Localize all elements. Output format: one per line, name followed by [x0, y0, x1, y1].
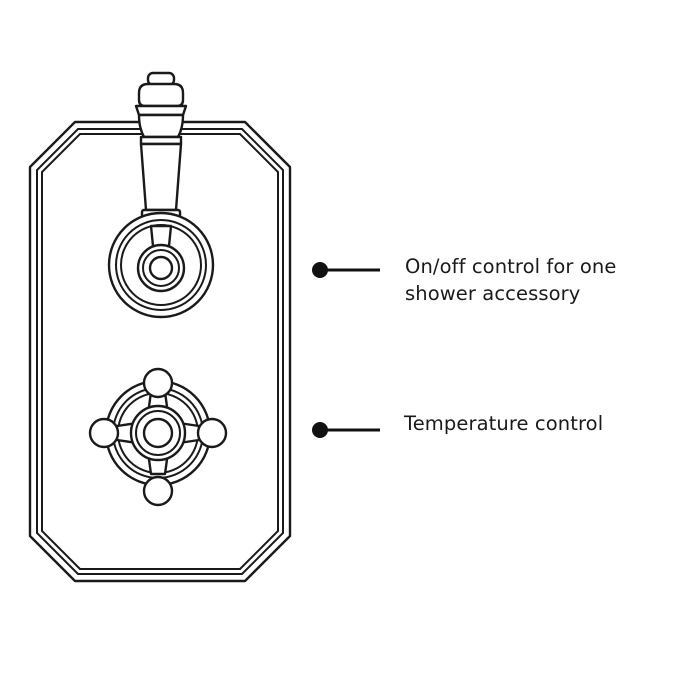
faceplate-inner-outline — [41, 133, 279, 570]
onoff-rosette-ring — [115, 219, 207, 311]
onoff-spindle-core — [148, 255, 174, 281]
temperature-crosshead-handle — [88, 367, 228, 507]
cross-ball-top — [142, 367, 174, 399]
cross-hub-mid — [135, 410, 181, 456]
lever-shaft — [139, 142, 183, 212]
faceplate-bevel-outline — [36, 128, 284, 575]
onoff-control-label: On/off control for one shower accessory — [405, 253, 616, 307]
cross-hub-core — [142, 417, 174, 449]
onoff-control-label-line1: On/off control for one — [405, 255, 617, 278]
cross-ball-right — [196, 417, 228, 449]
temperature-control-label: Temperature control — [404, 412, 604, 435]
onoff-control-label-line2: shower accessory — [405, 282, 581, 305]
lever-upper-body — [137, 113, 185, 139]
onoff-rosette — [107, 211, 215, 319]
onoff-spindle-mid — [142, 249, 180, 287]
lever-collar — [134, 104, 188, 117]
onoff-callout — [312, 262, 380, 278]
onoff-stem-neck — [149, 224, 173, 248]
cross-ball-bottom — [142, 475, 174, 507]
temperature-callout — [312, 422, 380, 438]
cross-ball-left — [88, 417, 120, 449]
faceplate-outer-outline — [28, 120, 292, 583]
lever-knob-bulb — [137, 82, 185, 108]
